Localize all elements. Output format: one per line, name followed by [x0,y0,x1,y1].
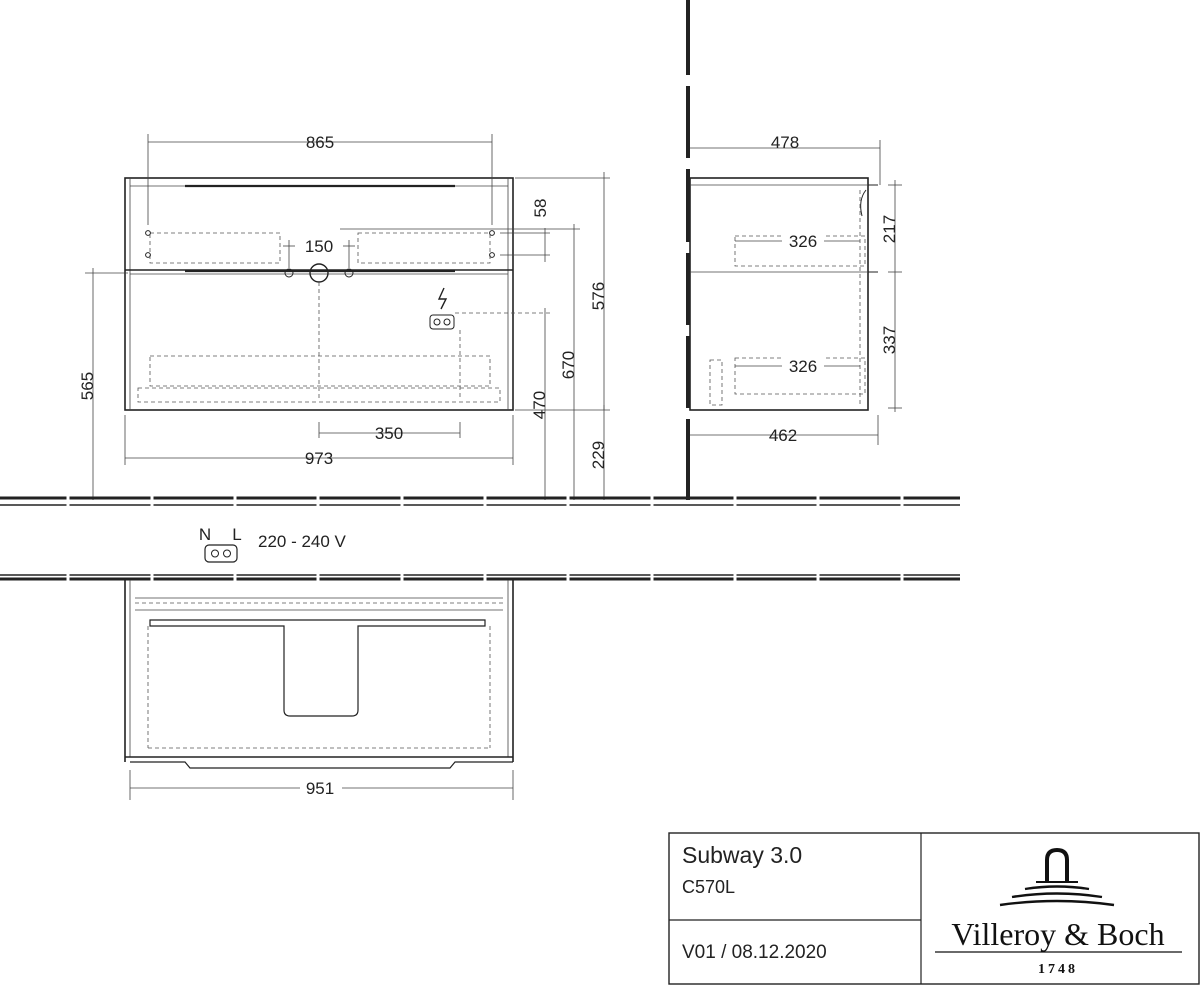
brand-logo-icon [999,847,1115,907]
dim-150: 150 [305,237,333,256]
plan-view: 951 [124,580,514,800]
brand-year: 1748 [1038,962,1078,977]
product-name: Subway 3.0 [682,842,802,868]
front-cabinet-outline [124,177,514,411]
voltage-label: 220 - 240 V [258,532,347,551]
title-block: Subway 3.0 C570L V01 / 08.12.2020 Viller… [668,832,1200,985]
socket-legend-icon [204,544,238,563]
brand-name: Villeroy & Boch [951,916,1164,952]
dim-462: 462 [769,426,797,445]
dim-350: 350 [375,424,403,443]
dim-217: 217 [880,215,899,243]
dim-229: 229 [589,441,608,469]
dim-326-lower: 326 [789,357,817,376]
dim-973: 973 [305,449,333,468]
sink-cutout [149,619,486,717]
dim-58: 58 [531,199,550,218]
socket-icon [429,314,455,330]
lightning-icon [437,287,448,310]
dim-951: 951 [306,779,334,798]
dim-865: 865 [306,133,334,152]
dim-326-upper: 326 [789,232,817,251]
dim-670: 670 [559,351,578,379]
dim-576: 576 [589,282,608,310]
dim-478: 478 [771,133,799,152]
floor-band [0,496,960,581]
live-label: L [232,525,241,544]
drain-hole [309,263,329,283]
supply-hole-left [284,268,294,278]
dim-565: 565 [78,372,97,400]
electrical-legend: N L 220 - 240 V [199,525,347,563]
dim-470: 470 [530,391,549,419]
version-date: V01 / 08.12.2020 [682,942,827,963]
supply-hole-right [344,268,354,278]
product-code: C570L [682,877,735,897]
front-view: 865 150 58 576 670 470 229 565 350 [78,133,610,500]
side-view: 478 326 326 462 217 337 [689,133,902,445]
neutral-label: N [199,525,211,544]
dim-337: 337 [880,326,899,354]
side-cabinet-outline [689,177,869,411]
